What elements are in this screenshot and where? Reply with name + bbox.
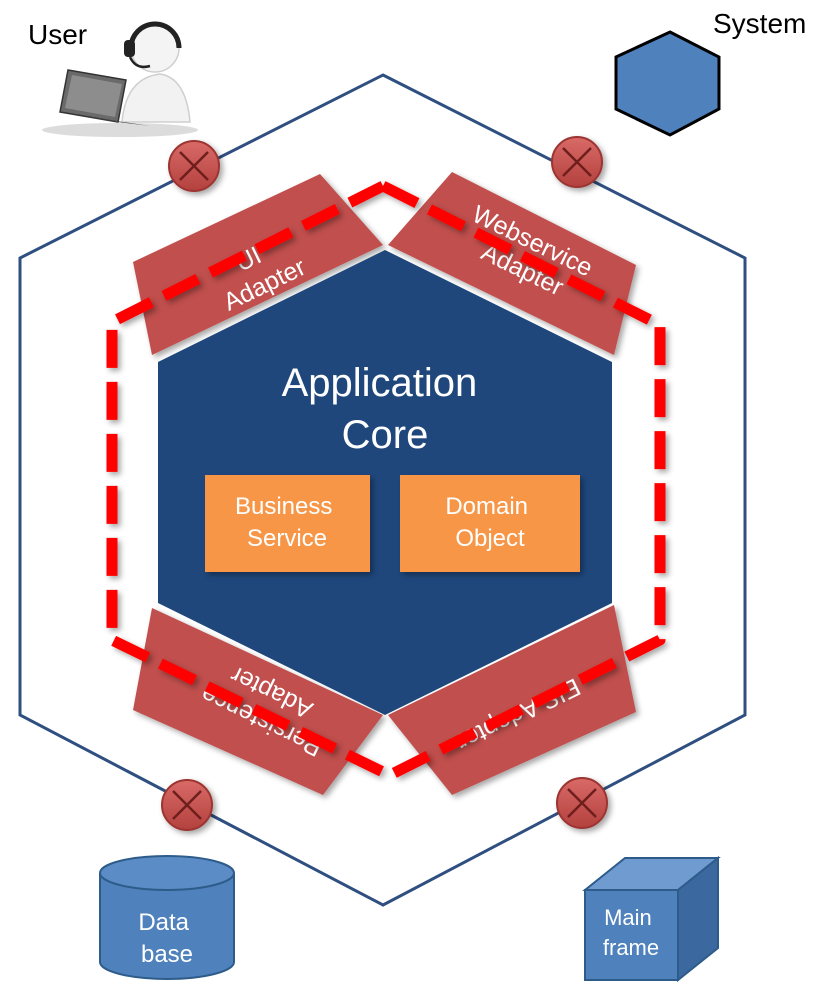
- port-top-right: [551, 136, 603, 188]
- mainframe-cube-icon: Main frame: [582, 855, 721, 983]
- system-hexagon-icon: [614, 30, 721, 137]
- svg-text:Business Service: Business Service: [235, 493, 339, 552]
- user-label: User: [28, 19, 87, 50]
- database-label-line2: base: [141, 941, 193, 968]
- business-service-line1: Business: [235, 493, 332, 520]
- svg-text:Domain Object: Domain Object: [445, 493, 534, 552]
- mainframe-label-line1: Main: [604, 905, 652, 930]
- port-top-left: [168, 140, 220, 192]
- system-label: System: [713, 8, 806, 39]
- port-bottom-left: [161, 779, 213, 831]
- database-label-line1: Data: [138, 909, 189, 936]
- database-cylinder-icon: Data base: [99, 855, 235, 980]
- business-service-line2: Service: [247, 525, 327, 552]
- user-at-laptop-icon: [42, 21, 198, 137]
- domain-object-line2: Object: [455, 525, 525, 552]
- svg-text:Application Core: Application Core: [282, 361, 489, 457]
- svg-text:Main frame: Main frame: [603, 905, 659, 960]
- business-service-box: Business Service: [205, 475, 370, 572]
- domain-object-line1: Domain: [445, 493, 528, 520]
- port-bottom-right: [556, 777, 608, 829]
- core-title-line1: Application: [282, 361, 478, 405]
- domain-object-box: Domain Object: [400, 475, 580, 572]
- mainframe-label-line2: frame: [603, 935, 659, 960]
- svg-text:Data base: Data base: [138, 909, 195, 968]
- application-core: [158, 250, 612, 715]
- core-title-line2: Core: [342, 413, 429, 457]
